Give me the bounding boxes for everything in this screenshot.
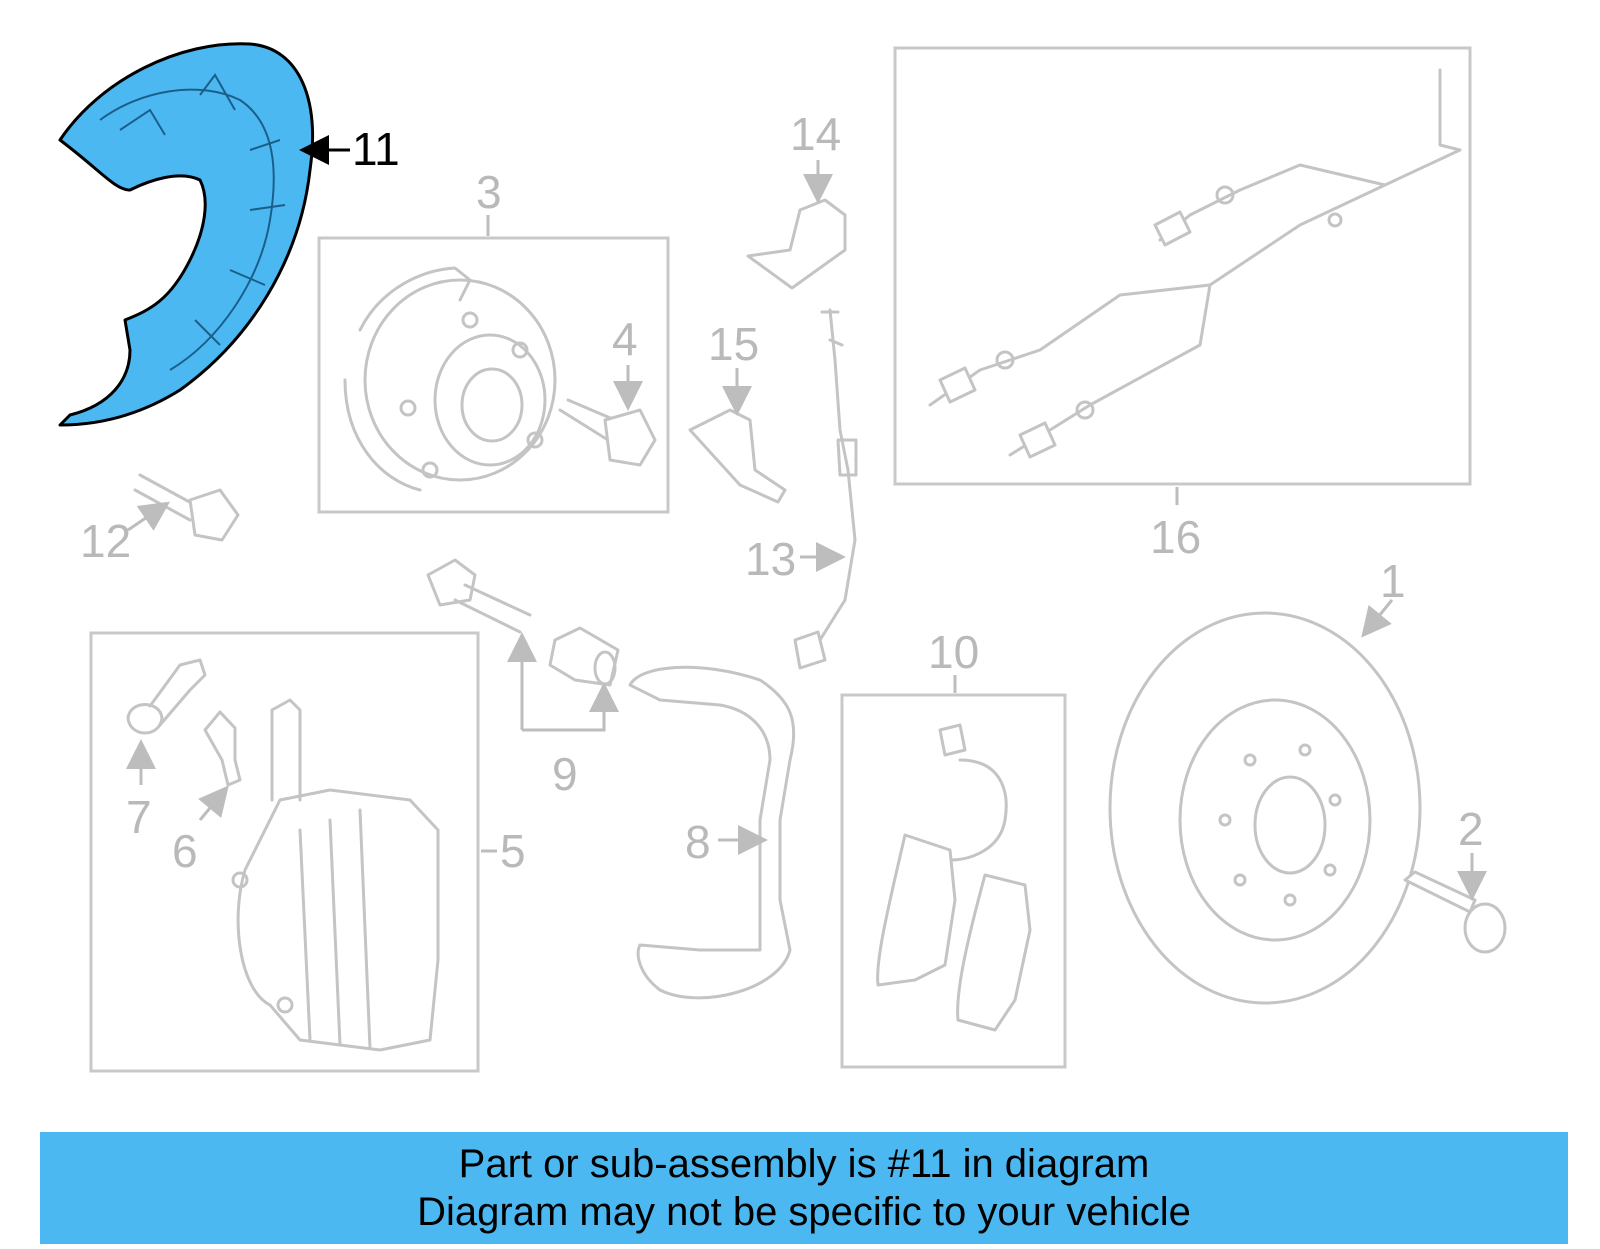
- hub-bearing-part-3[interactable]: [343, 266, 557, 492]
- bracket-part-15[interactable]: [688, 408, 787, 504]
- brake-rotor-part-1[interactable]: [1108, 611, 1422, 1005]
- bolt-part-12[interactable]: [133, 473, 240, 542]
- callout-11: 11: [352, 123, 400, 175]
- callout-2: 2: [1458, 803, 1484, 855]
- part-16-box: [893, 46, 1472, 486]
- callout-7: 7: [126, 791, 152, 843]
- callout-14: 14: [790, 108, 841, 160]
- wiring-harness-part-16[interactable]: [928, 68, 1462, 459]
- callout-1: 1: [1380, 555, 1406, 607]
- callout-3: 3: [476, 166, 502, 218]
- callout-9: 9: [552, 748, 578, 800]
- callout-arrow-12: [127, 501, 170, 532]
- callout-arrow-1: [1361, 599, 1394, 638]
- screw-part-2[interactable]: [1403, 870, 1507, 954]
- clip-part-14[interactable]: [746, 198, 847, 290]
- guide-bolt-part-9[interactable]: [426, 558, 620, 687]
- banner-line-1: Part or sub-assembly is #11 in diagram: [458, 1142, 1150, 1186]
- bleeder-part-7[interactable]: [126, 658, 207, 735]
- callout-8: 8: [685, 816, 711, 868]
- brake-hose-part-13[interactable]: [793, 308, 858, 670]
- brake-pads-part-10[interactable]: [876, 723, 1032, 1032]
- callout-13: 13: [745, 533, 796, 585]
- bleeder-part-6[interactable]: [203, 710, 242, 787]
- caliper-bracket-part-8[interactable]: [628, 665, 796, 1000]
- banner-line-2: Diagram may not be specific to your vehi…: [417, 1190, 1191, 1234]
- info-banner: Part or sub-assembly is #11 in diagram D…: [40, 1132, 1568, 1244]
- callout-10: 10: [928, 626, 979, 678]
- splash-shield-part-11[interactable]: [58, 42, 314, 427]
- callout-4: 4: [612, 313, 638, 365]
- callout-16: 16: [1150, 511, 1201, 563]
- callout-arrow-6: [198, 785, 229, 821]
- bolt-part-4[interactable]: [558, 398, 657, 467]
- part-3-box: [317, 236, 670, 514]
- callout-6: 6: [172, 825, 198, 877]
- part-10-box: [840, 693, 1067, 1069]
- part-5-box: [89, 631, 480, 1073]
- callout-5: 5: [500, 825, 526, 877]
- callout-15: 15: [708, 318, 759, 370]
- callout-12: 12: [80, 515, 131, 567]
- caliper-part-5[interactable]: [231, 698, 440, 1052]
